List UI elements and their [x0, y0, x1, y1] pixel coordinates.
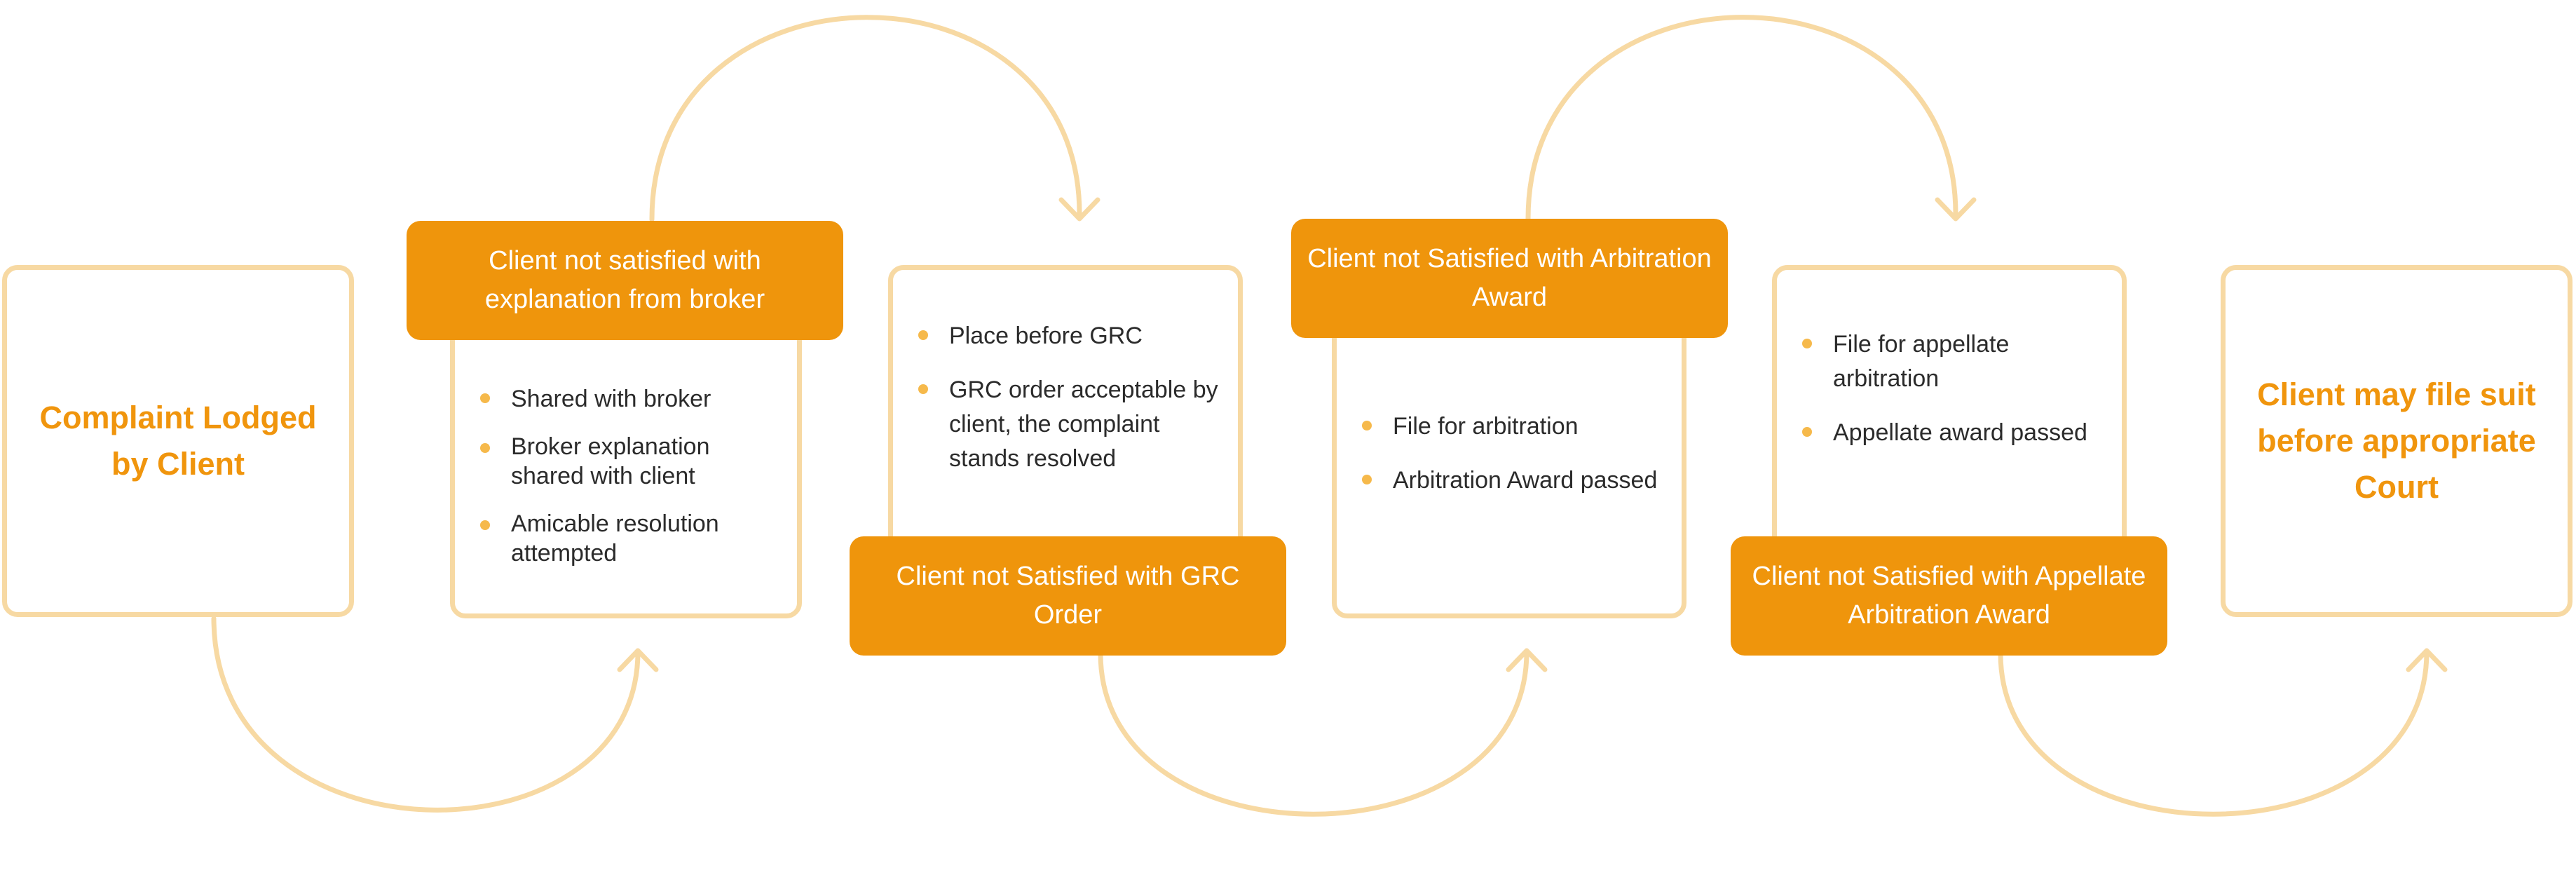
banner-not-satisfied-appellate: Client not Satisfied with Appellate Arbi…: [1731, 536, 2167, 656]
grc-bullet-list: Place before GRC GRC order acceptable by…: [893, 319, 1238, 476]
banner-text: Client not Satisfied with GRC Order: [896, 562, 1240, 630]
step-file-suit: Client may file suit before appropriate …: [2221, 265, 2572, 617]
bullet-dot-icon: [480, 520, 490, 530]
banner-text: Client not satisfied with explanation fr…: [484, 246, 765, 314]
banner-text: Client not Satisfied with Appellate Arbi…: [1752, 562, 2146, 630]
bullet-item: Place before GRC: [893, 319, 1238, 353]
bullet-text: Appellate award passed: [1833, 419, 2087, 446]
connector-arc-4: [1525, 15, 1958, 222]
arrow-head-up-1: [617, 648, 659, 672]
appellate-bullet-list: File for appellate arbitration Appellate…: [1777, 327, 2122, 450]
bullet-dot-icon: [918, 330, 928, 340]
arrow-head-down-4: [1935, 197, 1977, 222]
bullet-item: Arbitration Award passed: [1337, 463, 1682, 498]
bullet-dot-icon: [1802, 427, 1812, 437]
banner-text: Client not Satisfied with Arbitration Aw…: [1307, 244, 1712, 312]
bullet-item: Appellate award passed: [1777, 416, 2122, 450]
arrow-head-down-2: [1058, 197, 1100, 222]
step-grc-card: Place before GRC GRC order acceptable by…: [888, 265, 1243, 559]
step-title: Client may file suit before appropriate …: [2257, 377, 2536, 505]
connector-arc-5: [1998, 649, 2430, 817]
broker-bullet-list: Shared with broker Broker explanation sh…: [455, 382, 797, 568]
bullet-dot-icon: [480, 443, 490, 453]
bullet-text: File for arbitration: [1393, 413, 1579, 440]
connector-arc-3: [1098, 649, 1529, 817]
banner-not-satisfied-arbitration: Client not Satisfied with Arbitration Aw…: [1291, 219, 1728, 338]
bullet-dot-icon: [918, 384, 928, 394]
bullet-text: Arbitration Award passed: [1393, 467, 1658, 494]
step-title: Complaint Lodged by Client: [39, 400, 317, 482]
step-complaint-lodged: Complaint Lodged by Client: [2, 265, 354, 617]
bullet-dot-icon: [480, 393, 490, 403]
bullet-item: GRC order acceptable by client, the comp…: [893, 373, 1238, 476]
step-appellate-card: File for appellate arbitration Appellate…: [1772, 265, 2127, 559]
bullet-dot-icon: [1802, 339, 1812, 348]
bullet-dot-icon: [1362, 421, 1372, 430]
step-arbitration-card: File for arbitration Arbitration Award p…: [1332, 308, 1686, 618]
bullet-text: Shared with broker: [511, 386, 711, 412]
bullet-text: Amicable resolution attempted: [511, 510, 719, 567]
bullet-item: File for arbitration: [1337, 409, 1682, 444]
banner-not-satisfied-grc: Client not Satisfied with GRC Order: [850, 536, 1286, 656]
bullet-item: File for appellate arbitration: [1777, 327, 2122, 396]
bullet-text: Broker explanation shared with client: [511, 433, 710, 489]
connector-arc-2: [649, 15, 1082, 222]
bullet-text: GRC order acceptable by client, the comp…: [949, 377, 1218, 472]
banner-not-satisfied-broker: Client not satisfied with explanation fr…: [407, 221, 843, 340]
bullet-item: Shared with broker: [455, 382, 797, 416]
bullet-item: Broker explanation shared with client: [455, 432, 797, 491]
step-broker-card: Shared with broker Broker explanation sh…: [450, 308, 802, 618]
connector-arc-1: [211, 616, 641, 813]
bullet-item: Amicable resolution attempted: [455, 509, 797, 568]
arrow-head-up-3: [1506, 648, 1548, 672]
arbitration-bullet-list: File for arbitration Arbitration Award p…: [1337, 409, 1682, 498]
bullet-text: Place before GRC: [949, 323, 1143, 349]
bullet-dot-icon: [1362, 475, 1372, 484]
bullet-text: File for appellate arbitration: [1833, 331, 2010, 392]
arrow-head-up-5: [2406, 648, 2448, 672]
